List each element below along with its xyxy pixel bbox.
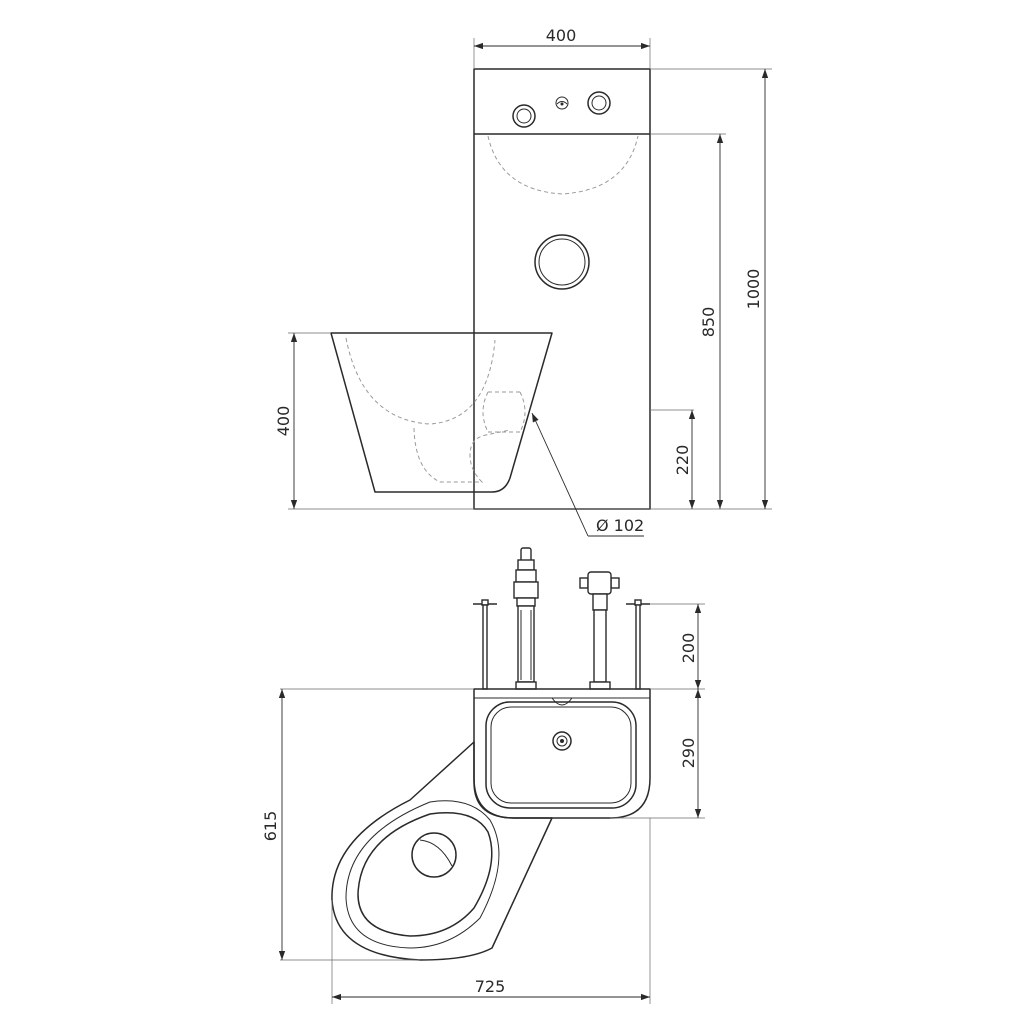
dim-supply-depth: 200	[679, 633, 698, 664]
dim-panel-width: 400	[546, 26, 577, 45]
toilet-outlet-icon	[411, 832, 457, 878]
basin-bowl	[485, 701, 637, 809]
plan-view	[331, 547, 651, 961]
mounting-rod-left	[473, 599, 497, 690]
flush-valve-assembly	[513, 547, 539, 690]
dim-overall-width: 725	[475, 977, 506, 996]
mounting-rod-right	[626, 599, 650, 690]
hidden-bowl-interior	[345, 337, 496, 425]
dim-inlet-height: 220	[673, 445, 692, 476]
hidden-outlet	[482, 391, 526, 433]
hidden-trap	[413, 427, 511, 483]
basin-valve-assembly	[579, 571, 620, 690]
front-elevation	[330, 68, 694, 510]
leader-outlet	[531, 412, 589, 537]
sensor-icon	[555, 96, 569, 110]
toilet-pan-bowl	[357, 812, 493, 937]
dim-total-height: 1000	[744, 269, 763, 310]
push-button-left	[512, 104, 536, 128]
toilet-pan	[331, 741, 553, 961]
push-button-right	[587, 91, 611, 115]
dim-bowl-height: 400	[274, 406, 293, 437]
dim-outlet-diameter: Ø 102	[596, 516, 644, 535]
toilet-bowl-outline	[330, 332, 553, 493]
overflow-slot	[551, 697, 573, 706]
hidden-basin-outline	[487, 135, 639, 195]
toilet-pan-rim	[345, 800, 500, 949]
front-dimensions: 400 1000 850 220 400 Ø 102	[274, 26, 772, 537]
plan-dimensions: 200 290 615 725	[261, 603, 705, 1004]
access-hatch	[534, 234, 590, 290]
basin-bowl-inner	[490, 706, 632, 804]
dim-overall-depth: 615	[261, 811, 280, 842]
dim-basin-depth: 290	[679, 738, 698, 769]
drain-icon	[552, 731, 572, 751]
dim-basin-height: 850	[699, 307, 718, 338]
